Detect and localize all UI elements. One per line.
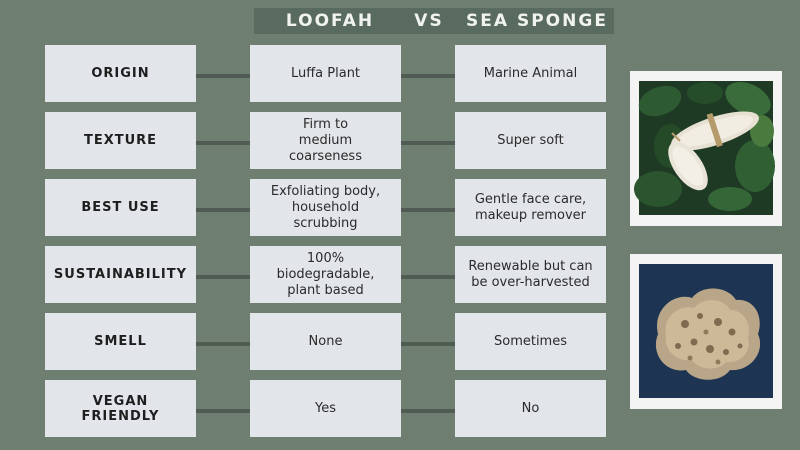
title-bar [254, 8, 614, 34]
row-smell: SMELL None Sometimes [0, 313, 800, 370]
category-cell: ORIGIN [45, 45, 196, 102]
category-cell: VEGAN FRIENDLY [45, 380, 196, 437]
row-connector [196, 208, 250, 212]
row-connector [401, 409, 455, 413]
loofah-cell: Yes [250, 380, 401, 437]
row-connector [196, 141, 250, 145]
title-vs: VS [414, 11, 444, 31]
sponge-cell: No [455, 380, 606, 437]
category-cell: TEXTURE [45, 112, 196, 169]
loofah-cell: None [250, 313, 401, 370]
sponge-cell: Gentle face care,makeup remover [455, 179, 606, 236]
title-loofah: LOOFAH [285, 11, 375, 31]
row-connector [401, 342, 455, 346]
category-cell: BEST USE [45, 179, 196, 236]
row-sustainability: SUSTAINABILITY 100%biodegradable,plant b… [0, 246, 800, 303]
row-connector [401, 208, 455, 212]
row-connector [401, 275, 455, 279]
row-origin: ORIGIN Luffa Plant Marine Animal [0, 45, 800, 102]
loofah-photo [630, 71, 782, 226]
sponge-cell: Marine Animal [455, 45, 606, 102]
row-connector [401, 74, 455, 78]
sponge-cell: Super soft [455, 112, 606, 169]
title-sea-sponge: SEA SPONGE [466, 11, 608, 31]
row-connector [196, 275, 250, 279]
row-connector [196, 342, 250, 346]
category-cell: SUSTAINABILITY [45, 246, 196, 303]
row-connector [196, 74, 250, 78]
loofah-cell: Luffa Plant [250, 45, 401, 102]
loofah-cell: 100%biodegradable,plant based [250, 246, 401, 303]
sea-sponge-photo-image [630, 254, 782, 409]
row-connector [196, 409, 250, 413]
category-cell: SMELL [45, 313, 196, 370]
sea-sponge-photo [630, 254, 782, 409]
sponge-cell: Sometimes [455, 313, 606, 370]
row-vegan-friendly: VEGAN FRIENDLY Yes No [0, 380, 800, 437]
row-connector [401, 141, 455, 145]
loofah-photo-image [630, 71, 782, 226]
